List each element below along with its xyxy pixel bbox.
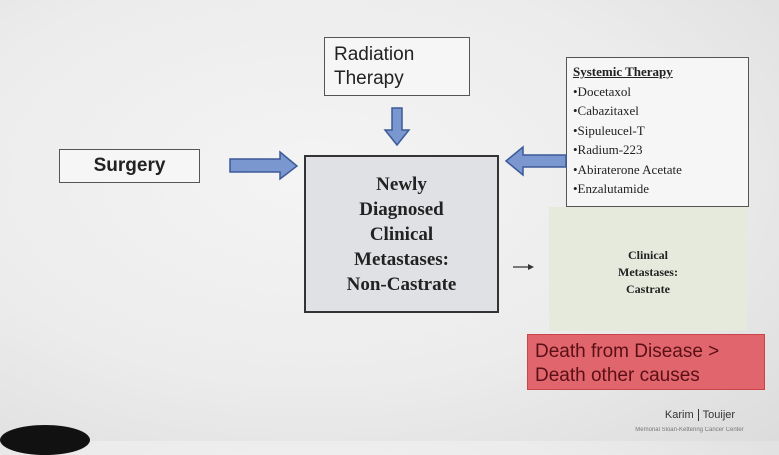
radiation-line-1: Radiation — [334, 44, 415, 65]
systemic-item: •Cabazitaxel — [573, 103, 639, 118]
radiation-therapy-box: Radiation Therapy — [324, 37, 470, 96]
castrate-line-2: Metastases: — [618, 265, 678, 279]
systemic-therapy-box: Systemic Therapy •Docetaxol •Cabazitaxel… — [566, 57, 749, 207]
central-box: Newly Diagnosed Clinical Metastases: Non… — [304, 155, 499, 313]
central-line-4: Metastases: — [354, 249, 449, 270]
central-line-3: Clinical — [369, 224, 434, 245]
left-arrow-icon — [504, 145, 567, 177]
systemic-item: •Abiraterone Acetate — [573, 161, 682, 177]
author-first: Karim — [664, 409, 694, 421]
central-line-2: Diagnosed — [359, 199, 444, 220]
author-last: Touijer — [702, 409, 736, 421]
small-right-arrow-icon — [513, 264, 534, 270]
central-line-5: Non-Castrate — [346, 274, 457, 295]
systemic-item: •Docetaxol — [573, 83, 631, 99]
death-line-2: Death other causes — [535, 365, 700, 386]
castrate-line-1: Clinical — [627, 248, 668, 262]
systemic-item: •Sipuleucel-T — [573, 122, 645, 138]
right-arrow-icon — [229, 150, 299, 181]
systemic-item: •Radium-223 — [573, 142, 643, 157]
surgery-box: Surgery — [59, 149, 200, 183]
systemic-item: •Enzalutamide — [573, 181, 650, 196]
corner-shadow — [0, 425, 90, 455]
castrate-line-3: Castrate — [626, 282, 670, 296]
systemic-title: Systemic Therapy — [573, 64, 673, 79]
death-line-1: Death from Disease > — [535, 341, 720, 362]
central-line-1: Newly — [376, 174, 427, 195]
radiation-line-2: Therapy — [334, 68, 404, 89]
surgery-label: Surgery — [93, 155, 166, 176]
death-box: Death from Disease > Death other causes — [527, 334, 765, 390]
author-institution: Memorial Sloan-Kettering Cancer Center — [635, 427, 744, 433]
castrate-box: Clinical Metastases: Castrate — [549, 207, 747, 331]
author-signature: Karim Touijer — [640, 409, 760, 431]
down-arrow-icon — [383, 107, 411, 147]
